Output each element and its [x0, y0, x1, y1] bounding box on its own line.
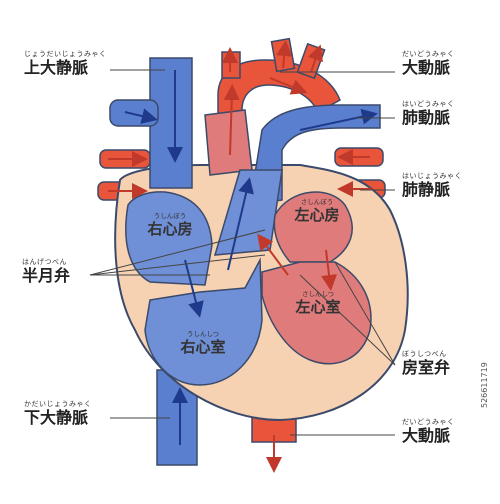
- text-pulmonary-artery: 肺動脈: [402, 108, 451, 127]
- pulmonary-artery-left: [109, 99, 159, 127]
- ruby-right-ventricle: うしんしつ: [186, 330, 220, 338]
- left-ventricle: [261, 261, 372, 365]
- left-atrium: [273, 191, 353, 263]
- text-inferior-vena-cava: 下大静脈: [24, 408, 89, 427]
- ruby-pulmonary-vein: はいじょうみゃく: [402, 172, 462, 180]
- label-aorta-bottom: だいどうみゃく 大動脈: [402, 418, 455, 445]
- ruby-left-ventricle: さしんしつ: [301, 290, 335, 298]
- label-pulmonary-vein: はいじょうみゃく 肺静脈: [402, 172, 462, 199]
- text-left-ventricle: 左心室: [295, 298, 341, 316]
- ruby-superior-vena-cava: じょうだいじょうみゃく: [24, 50, 107, 58]
- leader-lines: [89, 69, 396, 436]
- text-left-atrium: 左心房: [294, 206, 340, 224]
- pulmonary-trunk: [249, 104, 381, 206]
- ruby-av-valve: ぼうしつべん: [402, 350, 447, 358]
- stock-id-text: 526611719: [480, 362, 489, 408]
- text-aorta-top: 大動脈: [402, 58, 451, 77]
- label-aorta-top: だいどうみゃく 大動脈: [402, 50, 455, 77]
- text-superior-vena-cava: 上大静脈: [24, 58, 89, 77]
- text-right-atrium: 右心房: [147, 220, 193, 238]
- stock-watermark-id: 526611719: [478, 318, 492, 468]
- label-right-atrium: うしんぼう 右心房: [135, 212, 205, 238]
- label-left-atrium: さしんぼう 左心房: [282, 198, 352, 224]
- ruby-inferior-vena-cava: かだいじょうみゃく: [24, 400, 92, 408]
- text-av-valve: 房室弁: [402, 358, 451, 377]
- label-inferior-vena-cava: かだいじょうみゃく 下大静脈: [24, 400, 92, 427]
- right-ventricle: [144, 257, 263, 386]
- label-left-ventricle: さしんしつ 左心室: [278, 290, 358, 316]
- ruby-aorta-bottom: だいどうみゃく: [402, 418, 455, 426]
- ruby-pulmonary-artery: はいどうみゃく: [402, 100, 455, 108]
- label-av-valve: ぼうしつべん 房室弁: [402, 350, 450, 377]
- text-semilunar-valve: 半月弁: [22, 266, 71, 285]
- text-pulmonary-vein: 肺静脈: [402, 180, 451, 199]
- ruby-semilunar-valve: はんげつべん: [22, 258, 67, 266]
- label-right-ventricle: うしんしつ 右心室: [168, 330, 238, 356]
- ruby-aorta-top: だいどうみゃく: [402, 50, 455, 58]
- label-semilunar-valve: はんげつべん 半月弁: [22, 258, 70, 285]
- ascending-aorta: [204, 109, 253, 176]
- text-right-ventricle: 右心室: [180, 338, 226, 356]
- ruby-left-atrium: さしんぼう: [300, 198, 334, 206]
- label-superior-vena-cava: じょうだいじょうみゃく 上大静脈: [24, 50, 107, 77]
- ruby-right-atrium: うしんぼう: [153, 212, 187, 220]
- text-aorta-bottom: 大動脈: [402, 426, 451, 445]
- label-pulmonary-artery: はいどうみゃく 肺動脈: [402, 100, 455, 127]
